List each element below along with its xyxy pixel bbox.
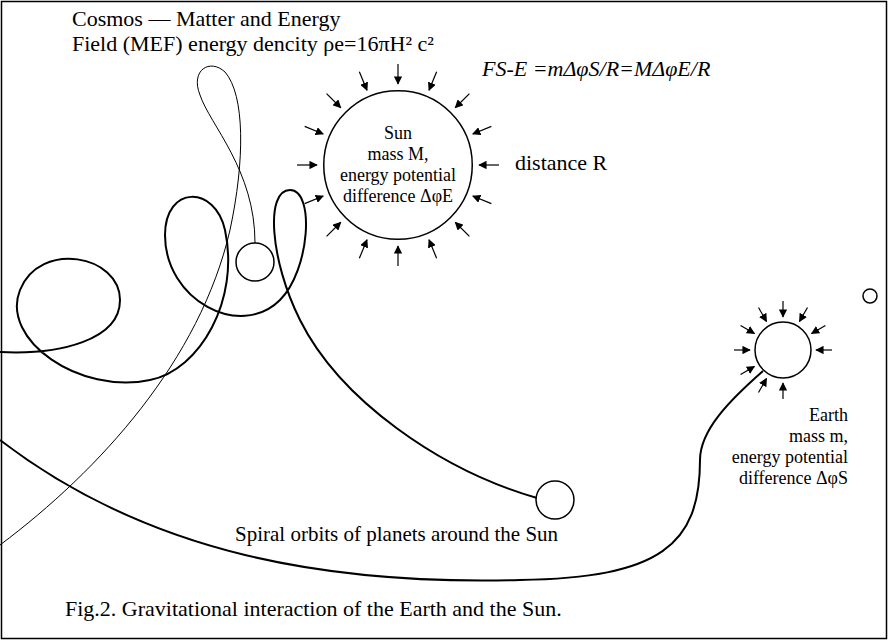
pressure-arrow: [429, 72, 437, 90]
pressure-arrow: [473, 196, 491, 204]
pressure-arrow: [327, 94, 341, 108]
pressure-arrow: [455, 94, 469, 108]
pressure-arrow: [800, 308, 808, 322]
node-text: energy potential difference ΔφE: [332, 165, 464, 207]
caption-text: Fig.2. Gravitational interaction of the …: [65, 596, 562, 621]
node-text: mass M,: [332, 144, 464, 165]
pressure-arrow: [359, 240, 367, 258]
pressure-arrow: [297, 164, 317, 165]
pressure-arrow: [397, 64, 398, 84]
pressure-arrow: [759, 308, 767, 322]
node-name: Earth: [713, 405, 848, 426]
distance-label: distance R: [515, 150, 607, 175]
node-text-block: Sunmass M,energy potential difference Δφ…: [332, 123, 464, 207]
pressure-arrow: [816, 349, 832, 350]
pressure-arrow: [741, 326, 755, 334]
pressure-arrow: [782, 383, 783, 399]
pressure-arrow: [479, 164, 499, 165]
earth-circle: Earthmass m,energy potential difference …: [700, 300, 850, 494]
pressure-arrow: [397, 246, 398, 266]
field-density-formula: Field (MEF) energy dencity ρe=16πH² c²: [72, 31, 434, 56]
node-text: mass m,: [713, 426, 848, 447]
orbit-line: [0, 190, 537, 498]
shape-outline: [700, 300, 850, 405]
pressure-arrow: [359, 72, 367, 90]
node-text-block: Earthmass m,energy potential difference …: [713, 405, 848, 489]
pressure-arrow: [759, 379, 767, 393]
pressure-arrow: [741, 367, 755, 375]
pressure-arrow: [429, 240, 437, 258]
pressure-arrow: [734, 349, 750, 350]
planet-circle: [863, 289, 877, 303]
pressure-arrow: [455, 222, 469, 236]
pressure-arrow: [473, 126, 491, 134]
earth-outline: [755, 322, 811, 378]
orbit-line: [0, 66, 255, 545]
sun-circle: Sunmass M,energy potential difference Δφ…: [323, 90, 473, 240]
pressure-arrow: [305, 196, 323, 204]
node-text: energy potential difference ΔφS: [713, 447, 848, 489]
pressure-arrow: [782, 301, 783, 317]
orbit-label: Spiral orbits of planets around the Sun: [235, 522, 558, 546]
pressure-arrow: [812, 326, 826, 334]
pressure-arrow: [327, 222, 341, 236]
node-name: Sun: [332, 123, 464, 144]
orbit-line: [0, 371, 763, 581]
pressure-arrow: [305, 126, 323, 134]
planet-circle: [236, 243, 274, 281]
planet-circle: [536, 481, 574, 519]
title-text: Cosmos — Matter and Energy: [72, 6, 340, 31]
sun-outline: [324, 91, 473, 240]
force-formula: FS-E =mΔφS/R=MΔφE/R: [482, 56, 710, 81]
